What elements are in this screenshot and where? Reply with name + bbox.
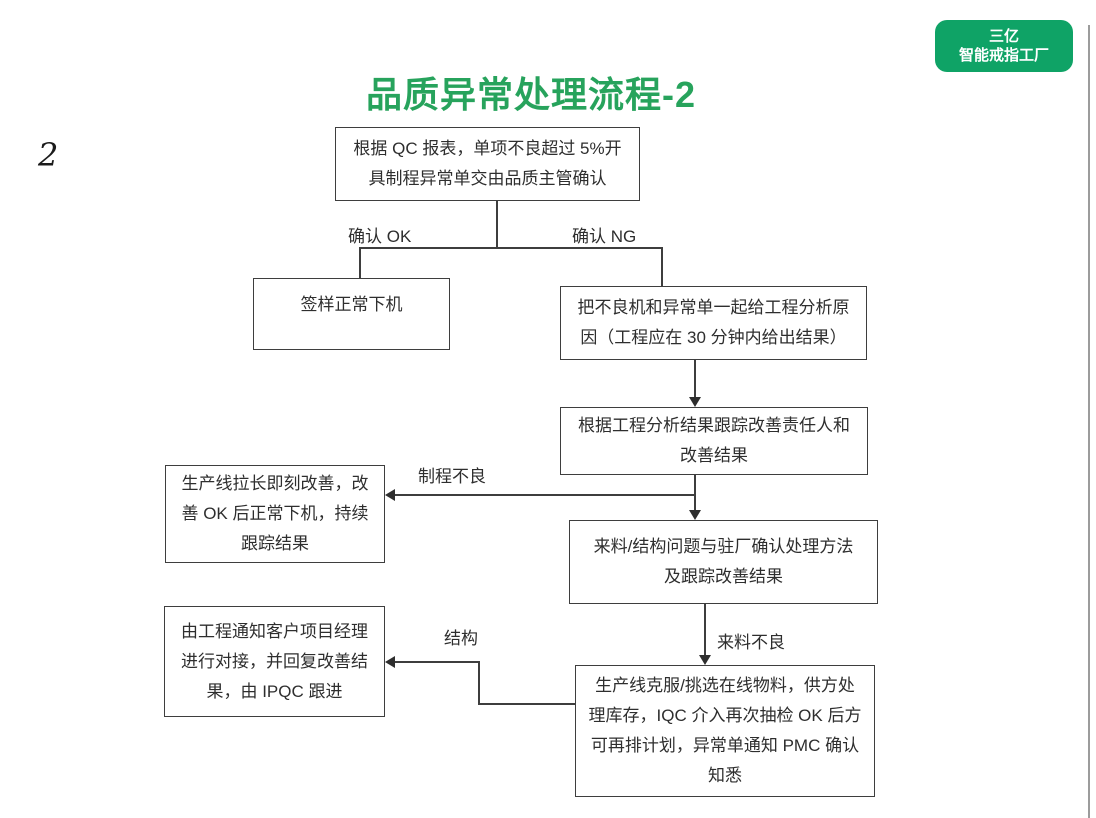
arrowhead-into-material-structure	[689, 510, 701, 520]
flow-node-notify-customer-pm: 由工程通知客户项目经理 进行对接，并回复改善结 果，由 IPQC 跟进	[164, 606, 385, 717]
edge-label-incoming-defect: 来料不良	[717, 633, 785, 652]
company-badge: 三亿 智能戒指工厂	[935, 20, 1073, 72]
arrowhead-into-track-result	[689, 397, 701, 407]
arrowhead-into-line-overcome	[699, 655, 711, 665]
connector-material-to-overcome	[704, 604, 706, 656]
connector-ng-drop	[661, 247, 663, 287]
flow-node-qc-report: 根据 QC 报表，单项不良超过 5%开 具制程异常单交由品质主管确认	[335, 127, 640, 201]
connector-ok-drop	[359, 247, 361, 279]
flow-node-line-overcome: 生产线克服/挑选在线物料，供方处 理库存，IQC 介入再次抽检 OK 后方 可再…	[575, 665, 875, 797]
connector-structure-elbow	[478, 661, 480, 705]
arrowhead-into-line-leader	[385, 489, 395, 501]
flow-node-material-structure-confirm: 来料/结构问题与驻厂确认处理方法 及跟踪改善结果	[569, 520, 878, 604]
connector-track-to-material	[694, 475, 696, 512]
company-badge-line2: 智能戒指工厂	[958, 47, 1049, 64]
connector-process-defect-left	[395, 494, 695, 496]
page-right-border	[1088, 25, 1090, 818]
edge-label-structure: 结构	[444, 629, 478, 648]
flow-node-line-leader-improve: 生产线拉长即刻改善，改 善 OK 后正常下机，持续 跟踪结果	[165, 465, 385, 563]
flow-node-sign-off: 签样正常下机	[253, 278, 450, 350]
edge-label-confirm-ng: 确认 NG	[572, 227, 637, 246]
connector-branch-horizontal	[359, 247, 663, 249]
flow-node-track-result: 根据工程分析结果跟踪改善责任人和 改善结果	[560, 407, 868, 475]
edge-label-confirm-ok: 确认 OK	[348, 227, 412, 246]
page-title: 品质异常处理流程-2	[365, 74, 697, 115]
connector-structure-left	[395, 661, 479, 663]
connector-analysis-to-track	[694, 360, 696, 398]
edge-label-process-defect: 制程不良	[418, 467, 486, 486]
connector-qc-to-branch	[496, 201, 498, 248]
arrowhead-into-notify-customer	[385, 656, 395, 668]
company-badge-line1: 三亿	[988, 28, 1019, 45]
flow-node-engineer-analysis: 把不良机和异常单一起给工程分析原 因（工程应在 30 分钟内给出结果）	[560, 286, 867, 360]
page-number: 2	[38, 136, 59, 174]
connector-elbow-to-overcome	[478, 703, 576, 705]
